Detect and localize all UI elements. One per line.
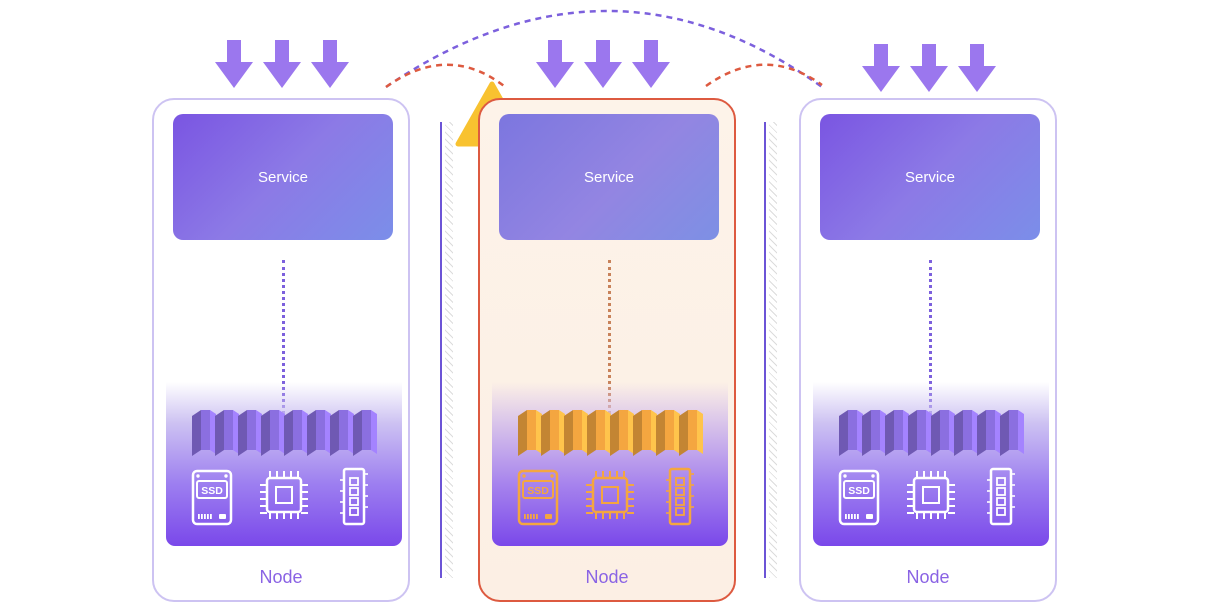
node-label: Node [259,567,303,587]
arrow-down-icon [958,44,996,92]
service-card: Service [820,114,1040,240]
ssd-icon: SSD [191,469,233,526]
service-label: Service [583,168,635,186]
cpu-icon [260,471,308,519]
arrow-down-icon [311,40,349,88]
arrow-down-icon [536,40,574,88]
replication-arc-failed-left [385,63,505,89]
arrow-down-icon [584,40,622,88]
replication-arc-long [385,9,823,89]
arrow-down-icon [263,40,301,88]
service-card: Service [499,114,719,240]
hardware-panel: SSD [492,382,728,546]
ram-icon [340,467,368,526]
divider-right [764,122,782,578]
ssd-label: SSD [848,485,870,497]
cpu-icon [586,471,634,519]
ssd-label: SSD [201,485,223,497]
ssd-icon: SSD [838,469,880,526]
node-label: Node [906,567,950,587]
service-hardware-link [929,260,932,426]
network-ports-icon [518,410,703,456]
arrow-down-icon [862,44,900,92]
divider-left [440,122,458,578]
hardware-panel: SSD [166,382,402,546]
service-hardware-link [608,260,611,426]
node-label: Node [585,567,629,587]
service-label: Service [257,168,309,186]
ram-icon [987,467,1015,526]
service-card: Service [173,114,393,240]
cpu-icon [907,471,955,519]
network-ports-icon [192,410,377,456]
ssd-label: SSD [527,485,549,497]
ram-icon [666,467,694,526]
arrow-down-icon [910,44,948,92]
service-label: Service [904,168,956,186]
network-ports-icon [839,410,1024,456]
ssd-icon: SSD [517,469,559,526]
node-3: Service SSD Node [799,98,1057,602]
arrow-down-icon [632,40,670,88]
node-2: Service SSD Node [478,98,736,602]
service-hardware-link [282,260,285,426]
replication-arc-failed-right [705,63,823,88]
node-1: Service SSD Node [152,98,410,602]
hardware-panel: SSD [813,382,1049,546]
arrow-down-icon [215,40,253,88]
